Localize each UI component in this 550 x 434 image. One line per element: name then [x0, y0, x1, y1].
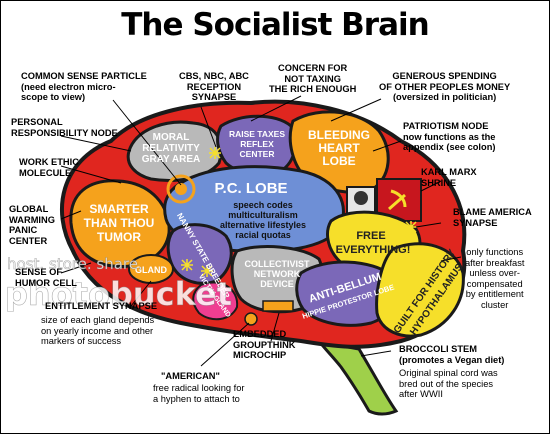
victim-gland [192, 281, 239, 321]
photobucket-watermark: host. store. share. photobucket [5, 255, 233, 314]
label-spinal: Original spinal cord was bred out of the… [399, 368, 498, 399]
collectivist-label-1: COLLECTIVIST [245, 259, 311, 269]
label-cbs: CBS, NBC, ABC RECEPTION SYNAPSE [179, 71, 249, 102]
label-generous: GENEROUS SPENDING OF OTHER PEOPLES MONEY… [379, 71, 511, 102]
pc-item-2: multiculturalism [228, 210, 298, 220]
page-title: The Socialist Brain [121, 7, 429, 43]
label-american: "AMERICAN" [161, 371, 220, 381]
hippie-protestor-lobe [295, 260, 399, 327]
label-broccoli: BROCCOLI STEM (promotes a Vegan diet) [399, 344, 505, 365]
pc-item-1: speech codes [233, 200, 293, 210]
label-sense-of-humor: SENSE OF HUMOR CELL [15, 267, 77, 288]
moral-label-2: RELATIVITY [142, 143, 200, 154]
target-center [175, 183, 187, 195]
synapse-sparks [181, 147, 417, 277]
label-only-functions: only functions after breakfast unless ov… [465, 247, 525, 310]
raise-label-2: REFLEX [240, 139, 274, 149]
collectivist-label-2: NETWORK [254, 269, 301, 279]
guilt-hypothalamus [375, 242, 465, 338]
pc-item-4: racial quotas [235, 230, 291, 240]
free-label-2: EVERYTHING! [336, 244, 411, 256]
bleeding-label-3: LOBE [322, 154, 355, 168]
label-concern: CONCERN FOR NOT TAXING THE RICH ENOUGH [269, 63, 357, 94]
watermark-line-1: host. store. share. [7, 255, 143, 273]
smarter-than-thou-tumor [69, 179, 171, 268]
label-work-ethic: WORK ETHIC MOLECULE [19, 157, 79, 178]
target-rings [166, 174, 196, 204]
label-karl-marx: KARL MARX SHRINE [421, 167, 477, 188]
american-radical [244, 312, 258, 326]
label-personal: PERSONAL RESPONSIBILITY NODE [11, 117, 118, 138]
bleeding-label-2: HEART [318, 141, 360, 155]
smarter-label-2: THAN THOU [84, 216, 155, 230]
collectivist-label-3: DEVICE [260, 279, 294, 289]
gland [128, 254, 174, 284]
label-common-sense: COMMON SENSE PARTICLE (need electron mic… [21, 71, 147, 102]
label-global-warming: GLOBAL WARMING PANIC CENTER [9, 204, 55, 246]
watermark-line-2: photobucket [5, 275, 232, 313]
raise-label-3: CENTER [240, 149, 275, 159]
smarter-label-1: SMARTER [89, 202, 149, 216]
pc-item-3: alternative lifestyles [220, 220, 306, 230]
label-entitlement: ENTITLEMENT SYNAPSE [45, 301, 158, 311]
moral-label-3: GRAY AREA [142, 154, 201, 165]
raise-label-1: RAISE TAXES [229, 129, 285, 139]
label-blame-america: BLAME AMERICA SYNAPSE [453, 207, 532, 228]
free-label-1: FREE [356, 230, 385, 242]
label-embedded: EMBEDDED GROUPTHINK MICROCHIP [233, 329, 296, 360]
groupthink-microchip [262, 300, 294, 312]
pc-lobe-title: P.C. LOBE [214, 180, 287, 197]
smarter-label-3: TUMOR [97, 230, 141, 244]
hammer-sickle-icon [388, 189, 407, 211]
pointer-lines [60, 95, 462, 367]
label-entitlement-sub: size of each gland depends on yearly inc… [41, 315, 155, 346]
gland-label: GLAND [135, 265, 167, 275]
label-patriotism: PATRIOTISM NODE now functions as the app… [403, 121, 496, 152]
label-american-sub: free radical looking for a hyphen to att… [153, 383, 245, 404]
portrait-head [354, 191, 368, 205]
bleeding-label-1: BLEEDING [308, 128, 370, 142]
moral-label-1: MORAL [153, 132, 190, 143]
moral-relativity-lobe [126, 120, 223, 182]
